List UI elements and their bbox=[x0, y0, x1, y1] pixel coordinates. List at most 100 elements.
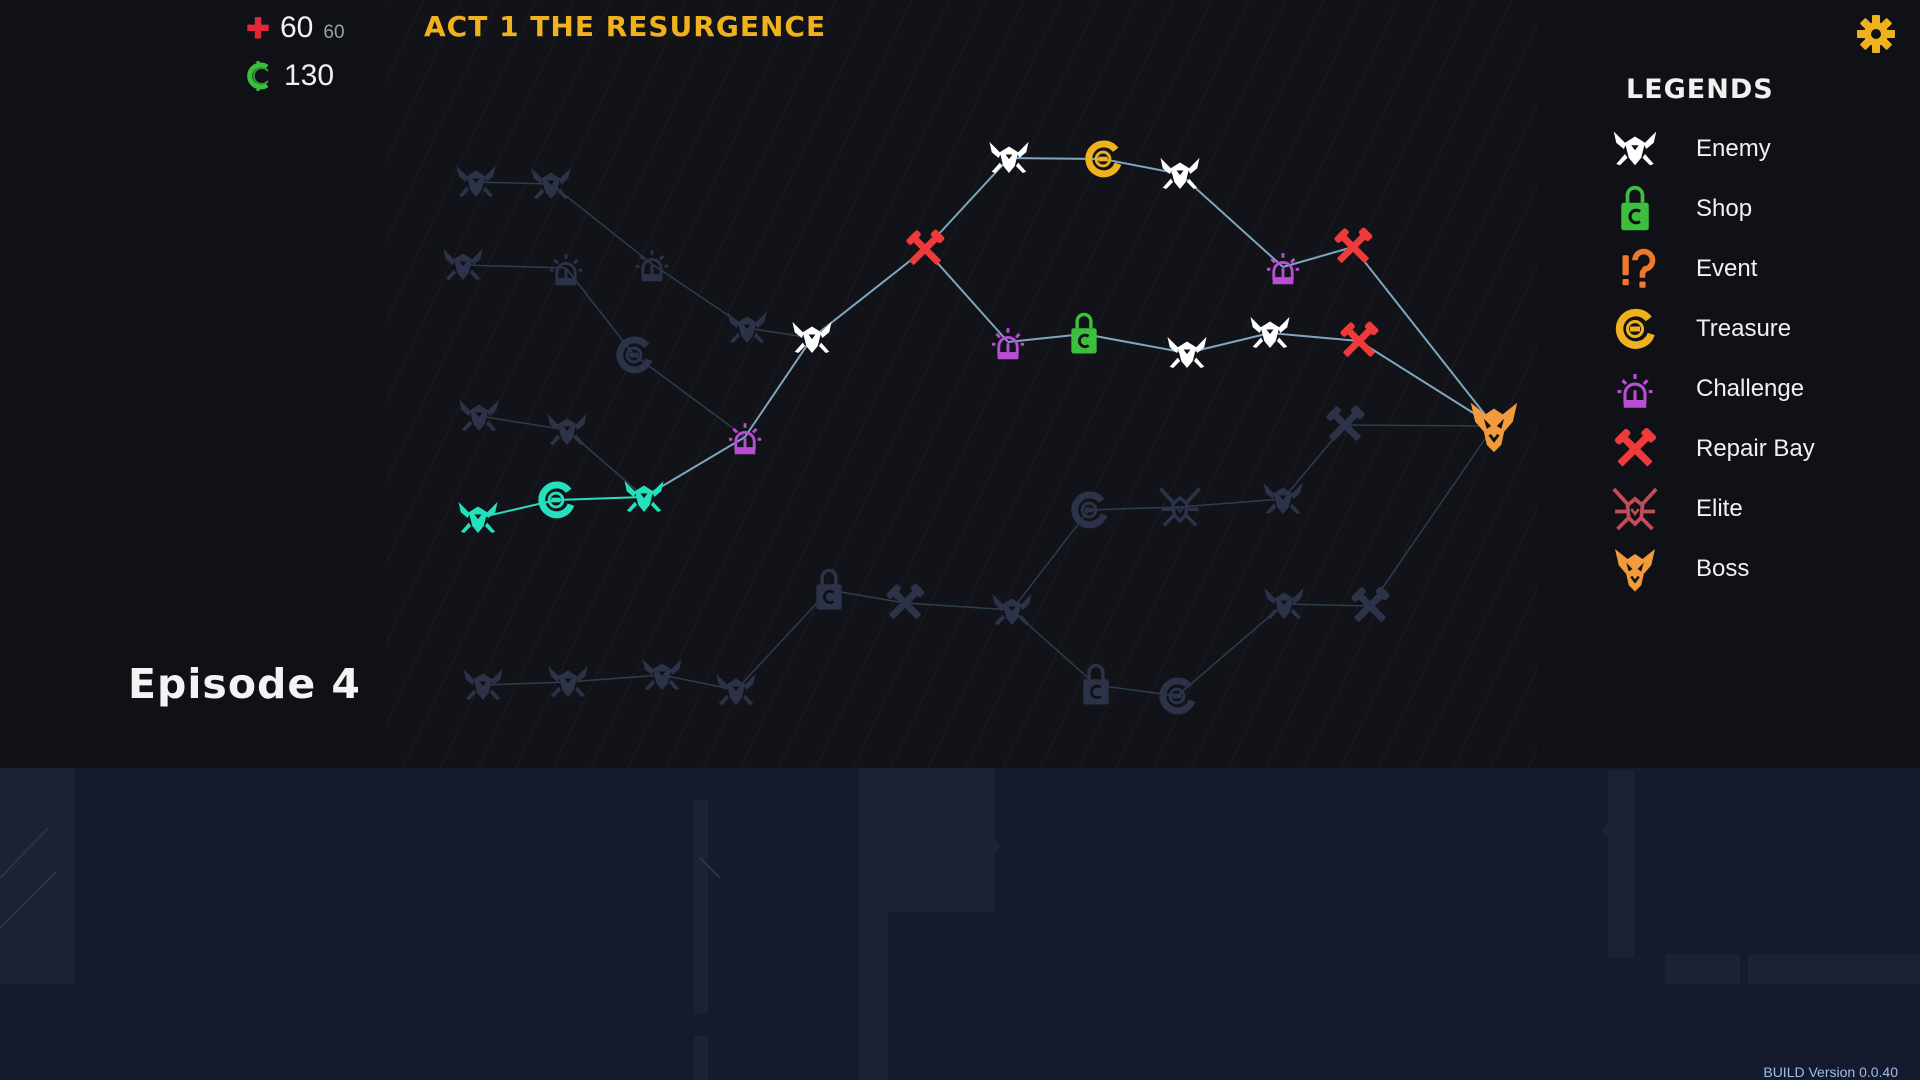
legend-title: LEGENDS bbox=[1626, 74, 1774, 105]
map-node-treasure-icon bbox=[1159, 677, 1196, 715]
map-node-enemy-icon bbox=[443, 248, 483, 280]
map-node-repair-icon bbox=[1326, 405, 1365, 441]
legend-item-shop: Shop bbox=[1610, 184, 1752, 234]
elite-icon bbox=[1612, 487, 1658, 531]
map-node-treasure-icon bbox=[538, 481, 575, 519]
sector-map bbox=[443, 140, 1518, 715]
map-node-enemy-icon bbox=[727, 311, 767, 343]
map-panel bbox=[385, 0, 1537, 768]
map-node-challenge-icon bbox=[635, 250, 669, 282]
map-node-shop-icon[interactable] bbox=[1071, 312, 1097, 354]
map-path bbox=[462, 264, 567, 269]
map-path bbox=[567, 674, 663, 683]
enemy-icon bbox=[1613, 131, 1657, 166]
map-node-repair-icon[interactable] bbox=[1333, 227, 1373, 267]
map-node-enemy-icon[interactable] bbox=[792, 321, 832, 353]
map-node-treasure-icon bbox=[1071, 491, 1108, 529]
map-node-challenge-icon bbox=[549, 254, 583, 286]
legend-item-challenge: Challenge bbox=[1610, 364, 1804, 414]
treasure-icon bbox=[1615, 308, 1655, 349]
map-path bbox=[1358, 340, 1495, 427]
gear-icon[interactable] bbox=[1854, 12, 1898, 56]
lower-background bbox=[0, 768, 1920, 1080]
map-path bbox=[744, 337, 813, 438]
map-node-enemy-icon bbox=[1264, 587, 1304, 619]
map-node-enemy-icon[interactable] bbox=[1250, 316, 1290, 348]
build-version: BUILD Version 0.0.40 bbox=[1763, 1064, 1898, 1080]
map-node-boss-icon[interactable] bbox=[1470, 402, 1518, 453]
map-node-enemy-icon[interactable] bbox=[989, 141, 1029, 173]
map-node-challenge-icon[interactable] bbox=[1266, 253, 1300, 285]
map-path bbox=[1088, 506, 1181, 511]
map-node-repair-icon[interactable] bbox=[1339, 321, 1379, 361]
legend-item-elite: Elite bbox=[1610, 484, 1743, 534]
map-path bbox=[828, 589, 906, 604]
map-node-enemy-icon bbox=[624, 480, 664, 512]
challenge-icon bbox=[1617, 374, 1653, 408]
map-path bbox=[1011, 509, 1090, 611]
map-node-challenge-icon[interactable] bbox=[991, 328, 1025, 360]
boss-icon bbox=[1615, 549, 1655, 592]
map-node-enemy-icon bbox=[463, 668, 503, 700]
map-path bbox=[565, 267, 635, 356]
map-path bbox=[735, 589, 830, 691]
map-node-treasure-icon[interactable] bbox=[1085, 140, 1122, 178]
act-title: ACT 1 THE RESURGENCE bbox=[424, 10, 827, 43]
legend-label: Elite bbox=[1696, 495, 1743, 522]
map-node-repair-icon[interactable] bbox=[905, 229, 945, 269]
map-path bbox=[482, 681, 569, 686]
repair-icon bbox=[1614, 427, 1657, 467]
map-path bbox=[478, 415, 568, 431]
circuit-pattern bbox=[0, 768, 1920, 1080]
map-node-enemy-icon bbox=[458, 501, 498, 533]
map-node-enemy-icon bbox=[992, 593, 1032, 625]
map-path bbox=[904, 602, 1013, 611]
map-path bbox=[555, 496, 645, 501]
map-path bbox=[1352, 246, 1495, 427]
map-path bbox=[1083, 333, 1188, 354]
map-node-enemy-icon[interactable] bbox=[1167, 336, 1207, 368]
map-node-shop-icon bbox=[1083, 663, 1109, 705]
health-cross-icon: ✚ bbox=[246, 12, 270, 44]
legend-item-boss: Boss bbox=[1610, 544, 1749, 594]
legend-label: Event bbox=[1696, 255, 1758, 282]
legend-item-event: Event bbox=[1610, 244, 1757, 294]
map-path bbox=[1179, 498, 1284, 508]
map-node-repair-icon bbox=[886, 583, 925, 619]
map-path bbox=[1179, 173, 1284, 268]
map-node-treasure-icon bbox=[616, 336, 653, 374]
map-path bbox=[1369, 425, 1495, 607]
map-path bbox=[1344, 424, 1495, 427]
shop-icon bbox=[1621, 185, 1649, 231]
legend-label: Treasure bbox=[1696, 315, 1792, 342]
map-node-challenge-icon[interactable] bbox=[728, 423, 762, 455]
hp-value: 60 bbox=[280, 11, 314, 44]
map-node-elite-icon bbox=[1159, 487, 1201, 527]
credits-display: 130 bbox=[244, 56, 334, 96]
map-node-repair-icon bbox=[1351, 586, 1390, 622]
map-path bbox=[1282, 246, 1354, 268]
legend-label: Repair Bay bbox=[1696, 435, 1815, 462]
episode-title: Episode 4 bbox=[128, 660, 361, 708]
map-path bbox=[1176, 603, 1285, 697]
credit-icon bbox=[247, 61, 269, 91]
map-node-enemy-icon bbox=[1263, 482, 1303, 514]
credits-value: 130 bbox=[284, 59, 335, 92]
map-path bbox=[1007, 333, 1085, 343]
left-panel bbox=[0, 0, 385, 768]
map-node-shop-icon bbox=[816, 568, 842, 610]
map-path bbox=[633, 354, 746, 438]
map-node-enemy-icon bbox=[548, 665, 588, 697]
map-node-enemy-icon bbox=[459, 399, 499, 431]
map-nodes bbox=[443, 140, 1518, 715]
legend-label: Enemy bbox=[1696, 135, 1771, 162]
map-node-enemy-icon bbox=[531, 167, 571, 199]
map-path bbox=[475, 181, 552, 185]
map-path bbox=[1283, 603, 1371, 607]
legend-label: Boss bbox=[1696, 555, 1750, 582]
map-node-enemy-icon bbox=[456, 165, 496, 197]
legend-item-treasure: Treasure bbox=[1610, 304, 1791, 354]
map-node-enemy-icon bbox=[547, 413, 587, 445]
hp-max: 60 bbox=[323, 22, 345, 43]
map-node-enemy-icon[interactable] bbox=[1160, 157, 1200, 189]
